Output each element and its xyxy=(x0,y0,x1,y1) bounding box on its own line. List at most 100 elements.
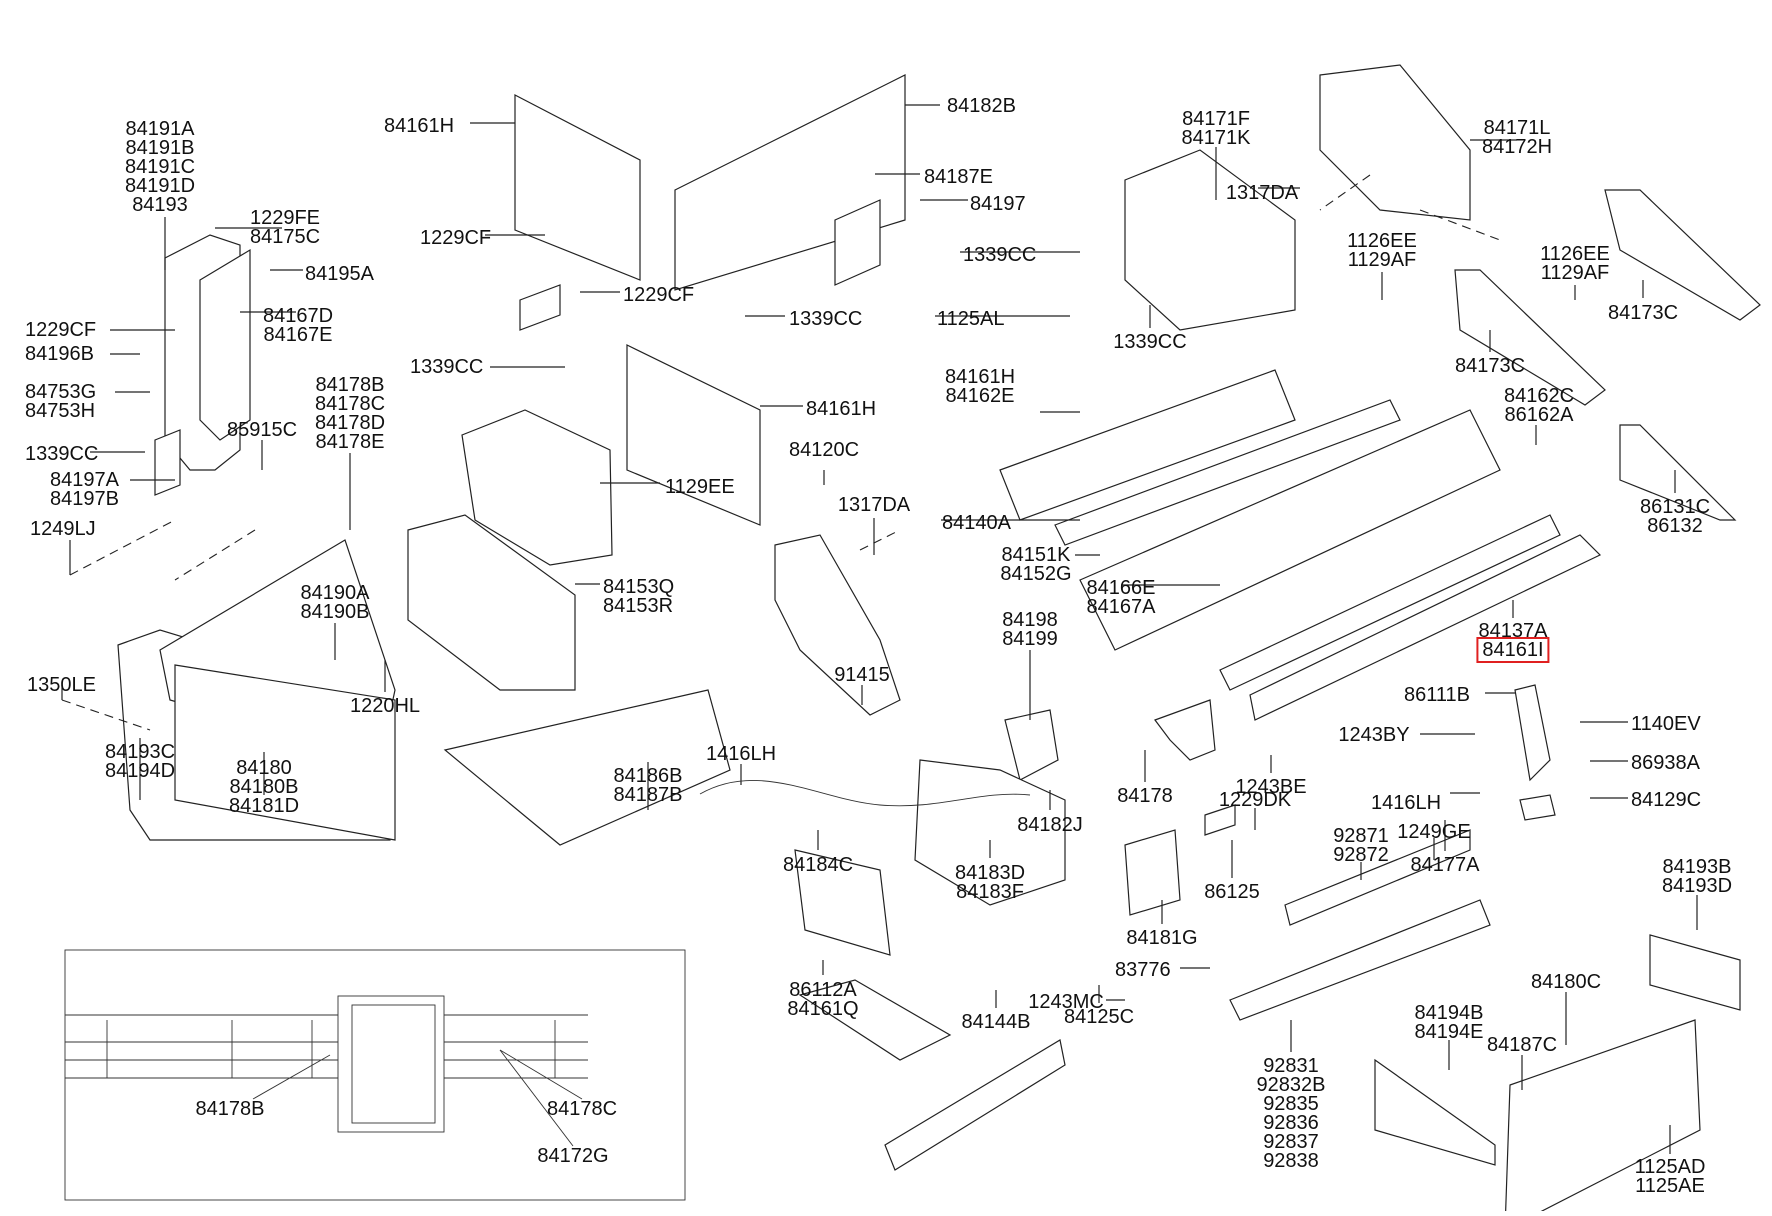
part-number-label[interactable]: 84171K xyxy=(1181,127,1251,149)
part-number-label[interactable]: 84178B xyxy=(195,1098,265,1120)
part-number-label[interactable]: 84167E xyxy=(263,324,333,346)
part-number-label[interactable]: 1125AD xyxy=(1634,1156,1706,1178)
part-number-label[interactable]: 86112A xyxy=(789,979,857,1001)
part-number-label[interactable]: 84191C xyxy=(124,156,196,178)
part-number-label[interactable]: 1249GE xyxy=(1397,821,1471,843)
part-number-label[interactable]: 92835 xyxy=(1263,1093,1319,1115)
part-number-label[interactable]: 1129EE xyxy=(665,476,735,498)
part-number-label[interactable]: 1229DK xyxy=(1218,789,1292,811)
part-number-label[interactable]: 84191A xyxy=(125,118,195,140)
part-number-label[interactable]: 84178C xyxy=(314,393,386,415)
part-number-label[interactable]: 84194B xyxy=(1414,1002,1484,1024)
part-number-label[interactable]: 84175C xyxy=(249,226,321,248)
part-number-label[interactable]: 92871 xyxy=(1333,825,1389,847)
part-number-label[interactable]: 84182B xyxy=(947,95,1016,117)
part-number-label[interactable]: 84193 xyxy=(132,194,188,216)
part-number-label[interactable]: 86132 xyxy=(1647,515,1703,537)
part-number-label[interactable]: 84181D xyxy=(228,795,300,817)
part-number-label[interactable]: 84180 xyxy=(236,757,292,779)
part-number-label[interactable]: 84172H xyxy=(1481,136,1553,158)
part-number-label[interactable]: 84182J xyxy=(1017,814,1083,836)
part-number-label[interactable]: 84162E xyxy=(945,385,1015,407)
part-number-label[interactable]: 84171F xyxy=(1182,108,1250,130)
part-number-label[interactable]: 1339CC xyxy=(25,443,99,465)
part-number-label[interactable]: 1125AE xyxy=(1635,1175,1705,1197)
highlighted-part-number[interactable]: 84161I xyxy=(1476,637,1550,663)
part-number-label[interactable]: 1229CF xyxy=(623,284,695,306)
part-number-label[interactable]: 84161H xyxy=(944,366,1016,388)
part-number-label[interactable]: 84153R xyxy=(603,595,674,617)
part-number-label[interactable]: 84191D xyxy=(124,175,196,197)
part-number-label[interactable]: 84194E xyxy=(1414,1021,1484,1043)
part-number-label[interactable]: 84167D xyxy=(262,305,334,327)
part-number-label[interactable]: 84197A xyxy=(50,469,119,491)
part-number-label[interactable]: 84753H xyxy=(25,400,96,422)
part-number-label[interactable]: 84187B xyxy=(613,784,683,806)
part-number-label[interactable]: 86125 xyxy=(1204,881,1260,903)
part-number-label[interactable]: 1229FE xyxy=(249,207,321,229)
part-number-label[interactable]: 1140EV xyxy=(1631,713,1701,735)
part-number-label[interactable]: 84178E xyxy=(315,431,385,453)
part-number-label[interactable]: 84178D xyxy=(314,412,386,434)
part-number-label[interactable]: 1249LJ xyxy=(30,518,96,540)
part-number-label[interactable]: 1129AF xyxy=(1347,249,1417,271)
part-number-label[interactable]: 84190B xyxy=(300,601,370,623)
part-number-label[interactable]: 84196B xyxy=(25,343,94,365)
part-number-label[interactable]: 84180B xyxy=(229,776,299,798)
part-number-label[interactable]: 84161H xyxy=(806,398,877,420)
part-number-label[interactable]: 84193B xyxy=(1662,856,1732,878)
part-number-label[interactable]: 84193D xyxy=(1661,875,1733,897)
part-number-label[interactable]: 84180C xyxy=(1530,971,1602,993)
part-number-label[interactable]: 84198 xyxy=(1002,609,1058,631)
part-number-label[interactable]: 84173C xyxy=(1454,355,1526,377)
part-number-label[interactable]: 1317DA xyxy=(1225,182,1299,204)
part-number-label[interactable]: 1126EE xyxy=(1347,230,1417,252)
part-number-label[interactable]: 84197B xyxy=(50,488,119,510)
part-number-label[interactable]: 84178 xyxy=(1117,785,1173,807)
part-number-label[interactable]: 1243BE xyxy=(1235,776,1307,798)
part-number-label[interactable]: 1317DA xyxy=(837,494,911,516)
part-number-label[interactable]: 92837 xyxy=(1263,1131,1319,1153)
part-number-label[interactable]: 84195A xyxy=(305,263,374,285)
part-number-label[interactable]: 84181G xyxy=(1126,927,1198,949)
part-number-label[interactable]: 1339CC xyxy=(410,356,484,378)
part-number-label[interactable]: 84186B xyxy=(613,765,683,787)
part-number-label[interactable]: 84144B xyxy=(961,1011,1031,1033)
part-number-label[interactable]: 84193C xyxy=(104,741,176,763)
part-number-label[interactable]: 84177A xyxy=(1410,854,1480,876)
part-number-label[interactable]: 84153Q xyxy=(603,576,675,598)
part-number-label[interactable]: 84161Q xyxy=(787,998,859,1020)
part-number-label[interactable]: 84183D xyxy=(954,862,1026,884)
part-number-label[interactable]: 84152G xyxy=(1000,563,1072,585)
part-number-label[interactable]: 84190A xyxy=(300,582,370,604)
part-number-label[interactable]: 84187E xyxy=(924,166,993,188)
part-number-label[interactable]: 84191B xyxy=(125,137,195,159)
part-number-label[interactable]: 1339CC xyxy=(1113,331,1187,353)
part-number-label[interactable]: 92836 xyxy=(1263,1112,1319,1134)
part-number-label[interactable]: 86131C xyxy=(1639,496,1711,518)
part-number-label[interactable]: 84171L xyxy=(1483,117,1551,139)
part-number-label[interactable]: 92832B xyxy=(1256,1074,1326,1096)
part-number-label[interactable]: 84140A xyxy=(942,512,1011,534)
part-number-label[interactable]: 92831 xyxy=(1263,1055,1319,1077)
part-number-label[interactable]: 84129C xyxy=(1631,789,1702,811)
part-number-label[interactable]: 1220HL xyxy=(349,695,421,717)
part-number-label[interactable]: 84187C xyxy=(1486,1034,1558,1056)
part-number-label[interactable]: 84167A xyxy=(1086,596,1156,618)
part-number-label[interactable]: 92838 xyxy=(1263,1150,1319,1172)
part-number-label[interactable]: 84120C xyxy=(788,439,860,461)
part-number-label[interactable]: 1125AL xyxy=(937,308,1005,330)
part-number-label[interactable]: 85915C xyxy=(226,419,298,441)
part-number-label[interactable]: 84178B xyxy=(315,374,385,396)
part-number-label[interactable]: 84178C xyxy=(546,1098,618,1120)
part-number-label[interactable]: 1416LH xyxy=(1370,792,1442,814)
part-number-label[interactable]: 83776 xyxy=(1115,959,1171,981)
part-number-label[interactable]: 86111B xyxy=(1404,684,1470,706)
part-number-label[interactable]: 1229CF xyxy=(25,319,97,341)
part-number-label[interactable]: 1350LE xyxy=(27,674,96,696)
part-number-label[interactable]: 84166E xyxy=(1086,577,1156,599)
part-number-label[interactable]: 84184C xyxy=(782,854,854,876)
part-number-label[interactable]: 1129AF xyxy=(1540,262,1610,284)
part-number-label[interactable]: 84173C xyxy=(1607,302,1679,324)
part-number-label[interactable]: 91415 xyxy=(834,664,890,686)
